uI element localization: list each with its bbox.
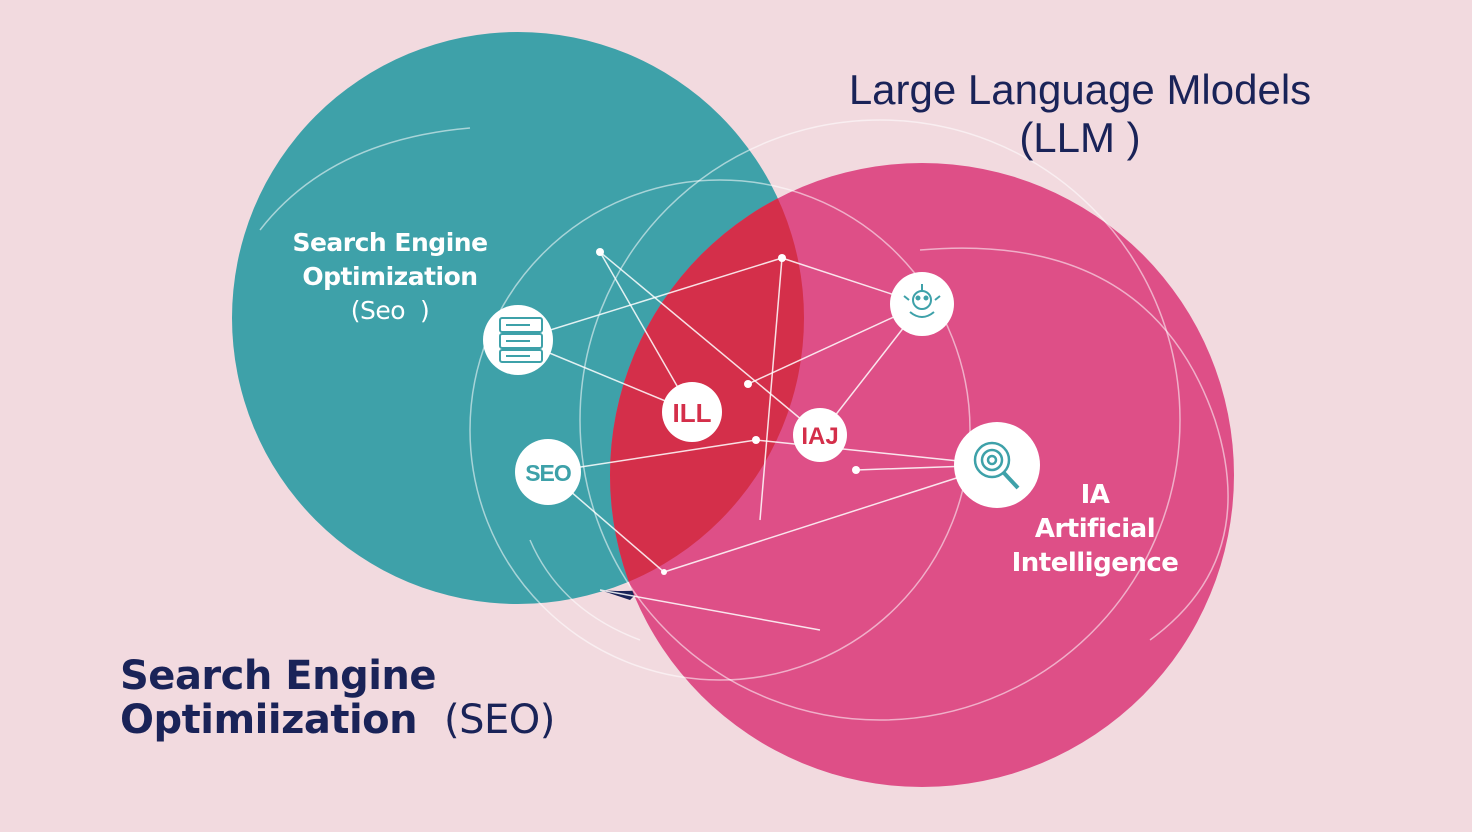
- seo-bottom-title-main: Optimiization: [120, 697, 444, 743]
- ai-label-line3: Intelligence: [1011, 548, 1179, 578]
- server-node: [483, 305, 553, 375]
- seo-circle-label: Search Engine Optimization (Seo ): [270, 226, 510, 328]
- ai-label: IA Artificial Intelligence: [990, 478, 1200, 580]
- seo-bottom-title-line1: Search Engine: [120, 653, 437, 699]
- seo-node-label: SEO: [525, 460, 571, 486]
- seo-bottom-title-line2: Optimiization (SEO): [120, 698, 555, 742]
- llm-title-line2: (LLM ): [1019, 114, 1141, 161]
- llm-title: Large Language Mlodels (LLM ): [810, 66, 1350, 162]
- robot-node: [890, 272, 954, 336]
- search-node: [954, 422, 1040, 508]
- llm-title-line1: Large Language Mlodels: [848, 66, 1312, 113]
- decorative-arcs: [259, 119, 1229, 721]
- server-rack-icon: [499, 317, 543, 363]
- seo-node: SEO: [515, 439, 581, 505]
- robot-icon: [903, 284, 941, 318]
- ai-label-line2: Artificial: [1034, 514, 1156, 544]
- seo-circle-label-line2: Optimization: [302, 262, 478, 291]
- ill-node: ILL: [662, 382, 722, 442]
- seo-bottom-title: Search Engine Optimiization (SEO): [120, 654, 555, 742]
- search-magnifier-icon: [973, 441, 1020, 490]
- seo-circle-label-line1: Search Engine: [292, 228, 488, 257]
- seo-bottom-title-paren: (SEO): [443, 697, 555, 743]
- ai-label-line1: IA: [1080, 480, 1110, 510]
- seo-circle-label-line3: (Seo ): [350, 296, 430, 325]
- ill-node-label: ILL: [673, 398, 712, 428]
- connector-dots: [596, 248, 860, 575]
- iai-node-label: IAJ: [801, 423, 838, 450]
- iai-node: IAJ: [793, 408, 847, 462]
- overlap-region: [610, 163, 804, 604]
